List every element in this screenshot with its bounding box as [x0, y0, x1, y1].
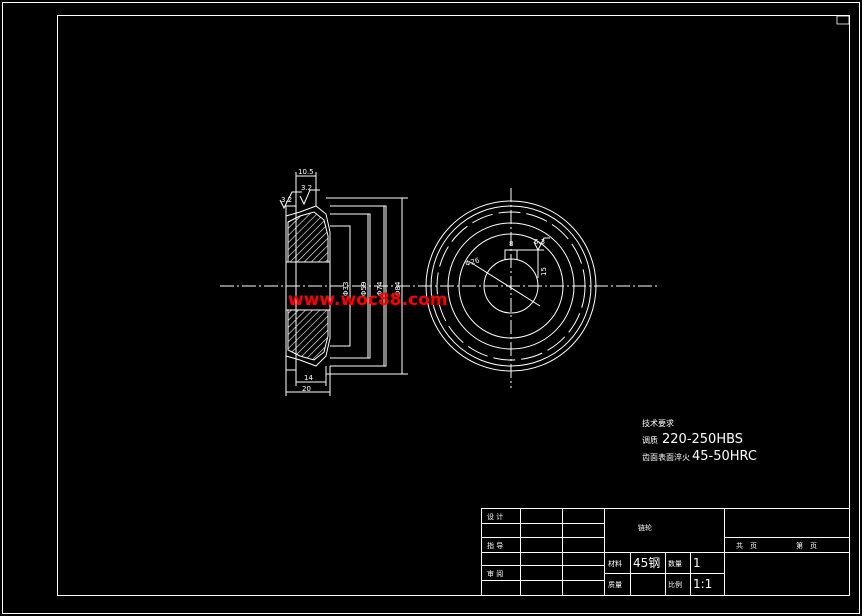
- front-roughness-symbol: [533, 237, 550, 252]
- tech-line1-prefix: 调质: [642, 435, 658, 445]
- front-roughness-label: 6.3: [534, 238, 545, 246]
- corner-mark: [836, 15, 850, 25]
- dim-bottom-total-label: 20: [302, 385, 311, 393]
- keyway-width-label: 8: [509, 240, 513, 248]
- title-block: [481, 508, 850, 596]
- dim-bottom-inner-label: 14: [304, 374, 313, 382]
- outer-circle: [425, 200, 597, 372]
- roughness-symbol-2: [299, 189, 320, 206]
- side-hub-outline: [285, 205, 331, 367]
- side-step-1: [330, 213, 371, 359]
- material-label: 材料: [608, 559, 622, 568]
- part-name: 链轮: [638, 523, 652, 532]
- front-view: [418, 188, 660, 388]
- diameter-label-2: Φ59: [360, 282, 368, 296]
- material-value: 45钢: [633, 556, 660, 570]
- side-view-labels: 10.5 3.2 3.2 14 20 Φ33 Φ59 Φ74 Φ84: [281, 168, 402, 393]
- scale-value: 1:1: [693, 577, 712, 591]
- keyway-depth-label: 15: [540, 267, 548, 276]
- keyway: [504, 249, 518, 260]
- sheets-total: 共 页: [736, 541, 757, 550]
- inner-border: [57, 15, 850, 596]
- tech-heading: 技术要求: [642, 418, 674, 428]
- side-step-3: [330, 205, 387, 367]
- technical-requirements: 技术要求 调质 220-250HBS 齿面表面淬火 45-50HRC: [642, 418, 757, 464]
- bore-circle: [483, 258, 539, 314]
- bore-leader: [469, 261, 541, 307]
- side-view: [220, 172, 440, 396]
- dim-top-width-label: 10.5: [298, 168, 314, 176]
- tech-line2-value: 45-50HRC: [692, 449, 757, 464]
- tech-line1-value: 220-250HBS: [662, 432, 743, 447]
- tip-circle: [430, 205, 592, 367]
- bore-diameter-label: Φ26: [464, 256, 481, 268]
- pitch-circle: [436, 211, 586, 361]
- weight-label: 质量: [608, 580, 622, 589]
- quantity-label: 数量: [668, 559, 682, 568]
- roughness-symbol-1: [279, 191, 302, 210]
- section-hatch-bottom: [287, 309, 329, 361]
- sheet-number: 第 页: [796, 541, 817, 550]
- diameter-label-1: Φ33: [342, 282, 350, 296]
- watermark-text: www.woc88.com: [288, 290, 448, 310]
- diameter-label-4: Φ84: [394, 281, 402, 296]
- review-label: 审 阅: [487, 569, 503, 578]
- title-block-text: 设 计 指 导 审 阅 链轮 材料 45钢 数量 1 质量 比例 1:1 共 页…: [487, 512, 817, 591]
- design-label: 设 计: [487, 512, 503, 521]
- check-label: 指 导: [487, 541, 503, 550]
- roughness-label-1: 3.2: [281, 196, 292, 204]
- roughness-label-2: 3.2: [301, 184, 312, 192]
- tech-line2-prefix: 齿面表面淬火: [642, 452, 690, 462]
- quantity-value: 1: [693, 556, 701, 570]
- front-view-labels: Φ26 8 15 6.3: [464, 238, 548, 276]
- hub-circle: [458, 233, 564, 339]
- root-circle: [447, 222, 575, 350]
- section-hatch-top: [287, 211, 329, 263]
- diameter-label-3: Φ74: [376, 281, 384, 296]
- scale-label: 比例: [668, 580, 682, 589]
